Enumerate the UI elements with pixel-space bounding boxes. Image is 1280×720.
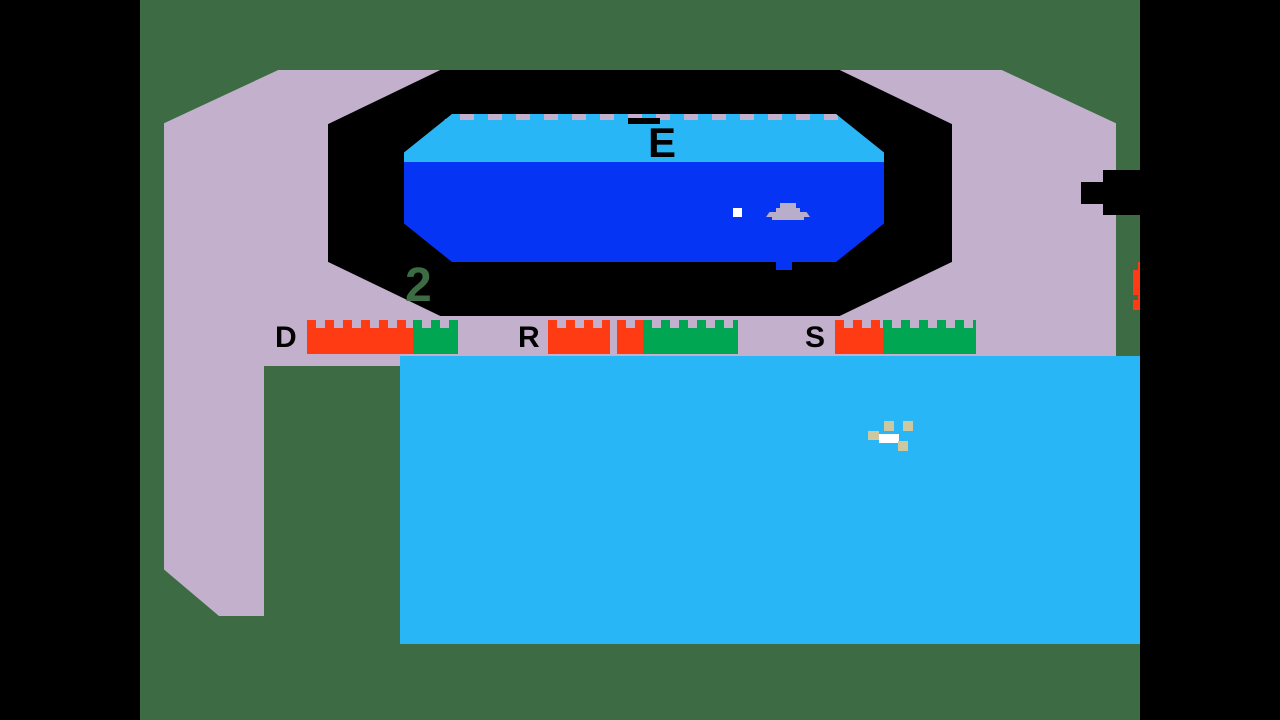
depth-gauge-green-segment	[413, 320, 458, 354]
range-gauge-label: R	[518, 321, 540, 354]
depth-gauge-track[interactable]	[307, 320, 458, 354]
range-gauge-green-segment	[643, 320, 738, 354]
pillarbox-right	[1140, 0, 1280, 720]
viewscreen-speck-2	[903, 421, 913, 431]
ufo-body	[766, 212, 810, 217]
submarine-hull-left-wing	[164, 358, 264, 616]
scope-sea-band	[404, 162, 884, 262]
ufo-dome-lower	[776, 208, 800, 212]
periscope-viewport[interactable]	[404, 114, 884, 262]
depth-gauge-red-segment	[307, 320, 413, 354]
horizon-dash-marks-icon	[404, 114, 884, 120]
speed-gauge-label: S	[805, 321, 826, 354]
viewscreen-speck-3	[868, 431, 879, 440]
periscope-bottom-nub	[776, 258, 792, 270]
scope-status-letter: E	[648, 119, 677, 166]
ufo-skirt	[772, 216, 804, 220]
torpedo-bay-right-neck	[1081, 182, 1103, 204]
horizon-notch-marker	[628, 118, 660, 124]
speed-gauge-green-segment	[883, 320, 976, 354]
ufo-target-icon	[764, 203, 812, 221]
viewscreen-speck-4	[879, 434, 899, 443]
depth-gauge-label: D	[275, 321, 297, 354]
game-field: E 2 D R S	[140, 0, 1208, 720]
pillarbox-left	[0, 0, 140, 720]
range-gauge-gap	[610, 320, 617, 354]
viewscreen-speck-1	[884, 421, 894, 431]
viewscreen-speck-5	[898, 441, 908, 451]
range-gauge-red-segment	[617, 320, 643, 354]
speed-gauge-red-segment	[835, 320, 883, 354]
speed-gauge-track[interactable]	[835, 320, 976, 354]
sonar-blip-icon	[733, 208, 742, 217]
range-gauge-red-segment	[548, 320, 610, 354]
crew-leg-left	[1133, 300, 1140, 310]
range-gauge-track[interactable]	[548, 320, 738, 354]
score-display: 2	[405, 259, 432, 312]
ufo-dome-top	[780, 203, 796, 208]
main-viewscreen[interactable]	[400, 356, 1164, 644]
